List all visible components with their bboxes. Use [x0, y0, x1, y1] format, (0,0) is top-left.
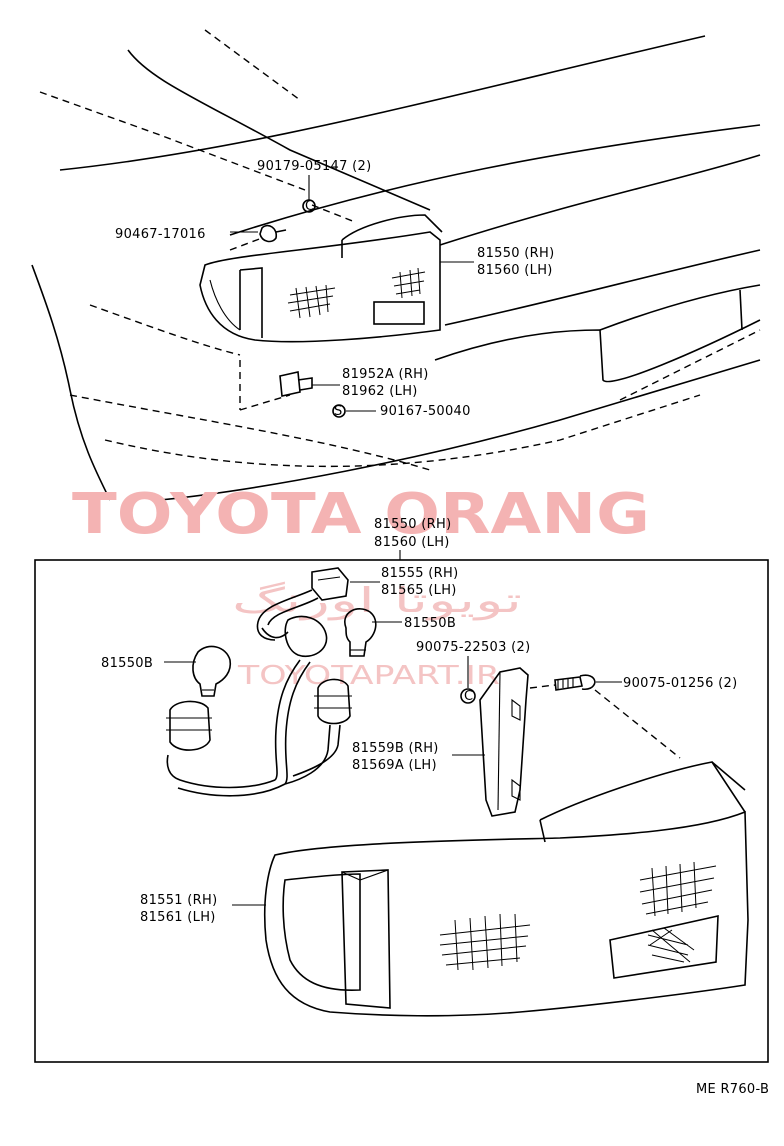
- upper-leader-lines: [230, 175, 474, 412]
- label-81561: 81561 (LH): [140, 910, 216, 925]
- label-81560-lh-box: 81560 (LH): [374, 535, 450, 550]
- bulb-left: [192, 645, 232, 697]
- label-90467-17016: 90467-17016: [115, 227, 206, 242]
- detail-dashed-leader: [529, 684, 556, 689]
- label-90179-05147: 90179-05147 (2): [257, 159, 371, 174]
- wire-harness: [166, 567, 352, 797]
- vehicle-body-outline: [31, 29, 761, 501]
- watermark-url: TOYOTAPART.IR: [237, 661, 500, 691]
- watermark-persian: تویوتا اورنگ: [232, 581, 522, 621]
- detail-combination-lamp: [263, 761, 749, 1017]
- bulb-right: [344, 608, 377, 657]
- clip-c-marker: C: [464, 689, 473, 704]
- label-81550-rh-top: 81550 (RH): [477, 246, 554, 261]
- side-lens-81559b: [479, 667, 529, 817]
- label-81952a: 81952A (RH): [342, 367, 429, 382]
- label-81559b: 81559B (RH): [352, 741, 439, 756]
- svg-text:C: C: [305, 199, 314, 214]
- bolt-s-marker: S: [334, 404, 343, 419]
- label-90167-50040: 90167-50040: [380, 404, 471, 419]
- label-81560-lh-top: 81560 (LH): [477, 263, 553, 278]
- label-81550b-left: 81550B: [101, 656, 153, 671]
- label-81565: 81565 (LH): [381, 583, 457, 598]
- detail-leader-lines: [164, 581, 622, 906]
- label-90075-22503: 90075-22503 (2): [416, 640, 530, 655]
- label-81569a: 81569A (LH): [352, 758, 437, 773]
- diagram-reference-code: ME R760-B: [696, 1082, 769, 1097]
- label-81550-rh-box: 81550 (RH): [374, 517, 451, 532]
- watermark-main: TOYOTA ORANG: [72, 482, 650, 547]
- screw-90075-01256: [554, 674, 596, 691]
- upper-fasteners: C: [259, 199, 346, 418]
- clip-c-detail: [460, 688, 476, 704]
- label-81551: 81551 (RH): [140, 893, 217, 908]
- label-81962: 81962 (LH): [342, 384, 418, 399]
- label-81550b-right: 81550B: [404, 616, 456, 631]
- detail-box: [34, 559, 769, 1063]
- label-81555: 81555 (RH): [381, 566, 458, 581]
- label-90075-01256: 90075-01256 (2): [623, 676, 737, 691]
- upper-combination-lamp: [199, 214, 443, 343]
- detail-dashed-leader-2: [594, 689, 681, 759]
